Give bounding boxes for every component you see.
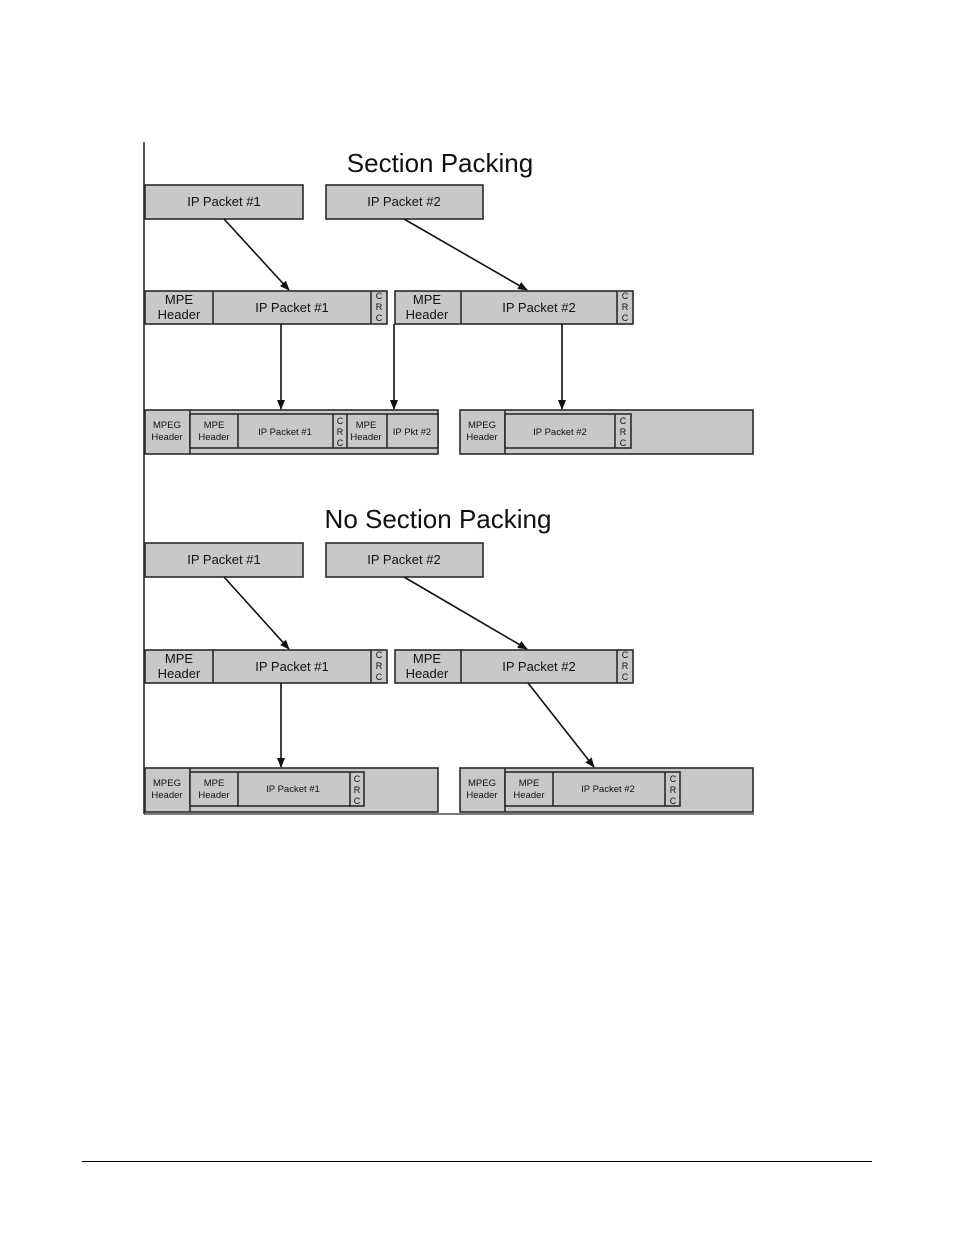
crc-label: R: [376, 302, 383, 312]
mpeg-header-label: Header: [151, 432, 182, 443]
mpe-header-label: Header: [158, 307, 201, 322]
arrow-ip2-to-mpe2: [403, 218, 528, 291]
ts1-inner-frame: [189, 413, 439, 449]
mpe-payload-label: IP Packet #1: [255, 300, 328, 315]
mpe-header-label: Header: [406, 666, 449, 681]
mpe-payload-label: IP Packet #1: [255, 659, 328, 674]
crc-label: C: [622, 291, 629, 301]
no-section-packing-panel: No Section Packing IP Packet #1 IP Packe…: [144, 504, 754, 813]
mpeg-header-label: MPEG: [153, 778, 181, 789]
crc-label: R: [620, 427, 627, 437]
ip-packet-2-box: [325, 542, 484, 578]
mpe-header-label: MPE: [356, 420, 377, 431]
mpe-header-label: MPE: [204, 778, 225, 789]
ip-packet-1-label: IP Packet #1: [187, 194, 260, 209]
ts-payload-label: IP Packet #1: [266, 784, 320, 795]
mpe-header-label: MPE: [413, 292, 442, 307]
crc-label: C: [354, 774, 361, 784]
mpe-header-label: MPE: [519, 778, 540, 789]
mpe-payload-label: IP Packet #2: [502, 659, 575, 674]
crc-label: C: [620, 416, 627, 426]
mpeg-header-label: MPEG: [468, 778, 496, 789]
crc-label: C: [376, 650, 383, 660]
ts-payload-label: IP Packet #2: [533, 427, 587, 438]
crc-label: C: [622, 313, 629, 323]
mpeg-header-label: Header: [151, 790, 182, 801]
crc-label: C: [670, 796, 677, 806]
arrow-ip1-to-mpe1: [223, 218, 290, 291]
mpe-section-1: [144, 290, 388, 325]
ip-packet-2-box: [325, 184, 484, 220]
mpeg-header-label: Header: [466, 790, 497, 801]
arrow-mpe2-to-ts2: [527, 682, 595, 768]
section-packing-title: Section Packing: [347, 148, 533, 178]
ip-packet-1-box: [144, 542, 304, 578]
mpe-section-1: [144, 649, 388, 684]
crc-label: R: [670, 785, 677, 795]
crc-label: R: [622, 302, 629, 312]
ip-packet-1-label: IP Packet #1: [187, 552, 260, 567]
crc-label: C: [622, 672, 629, 682]
crc-label: C: [376, 672, 383, 682]
mpe-section-2: [394, 649, 634, 684]
ts2-inner-frame: [504, 413, 632, 449]
mpe-header-label: MPE: [413, 651, 442, 666]
page-footer-rule: [82, 1161, 872, 1162]
ip-packet-2-label: IP Packet #2: [367, 194, 440, 209]
crc-label: C: [376, 313, 383, 323]
mpe-header-label: Header: [406, 307, 449, 322]
mpe-header-label: Header: [158, 666, 201, 681]
mpe-payload-label: IP Packet #2: [502, 300, 575, 315]
crc-label: R: [622, 661, 629, 671]
mpe-header-label: Header: [198, 432, 229, 443]
ts2-inner-frame: [504, 771, 681, 807]
arrow-ip2-to-mpe2: [403, 576, 528, 650]
mpe-header-label: MPE: [165, 651, 194, 666]
mpe-header-label: Header: [513, 790, 544, 801]
crc-label: C: [620, 438, 627, 448]
mpe-section-2: [394, 290, 634, 325]
ip-packet-2-label: IP Packet #2: [367, 552, 440, 567]
crc-label: C: [354, 796, 361, 806]
crc-label: C: [622, 650, 629, 660]
ts1-inner-frame: [189, 771, 365, 807]
crc-label: R: [354, 785, 361, 795]
mpeg-header-label: MPEG: [153, 420, 181, 431]
crc-label: C: [337, 438, 344, 448]
ts-payload-label: IP Packet #1: [258, 427, 312, 438]
crc-label: R: [376, 661, 383, 671]
crc-label: C: [376, 291, 383, 301]
no-section-packing-title: No Section Packing: [325, 504, 552, 534]
section-packing-panel: Section Packing IP Packet #1 IP Packet #…: [144, 148, 754, 455]
crc-label: R: [337, 427, 344, 437]
ts-payload-label: IP Packet #2: [581, 784, 635, 795]
arrow-ip1-to-mpe1: [223, 576, 290, 650]
mpe-header-label: Header: [350, 432, 381, 443]
mpeg-header-label: MPEG: [468, 420, 496, 431]
mpe-header-label: MPE: [165, 292, 194, 307]
mpe-header-label: Header: [198, 790, 229, 801]
mpe-header-label: MPE: [204, 420, 225, 431]
ts-payload-label: IP Pkt #2: [393, 427, 431, 438]
crc-label: C: [337, 416, 344, 426]
mpeg-header-label: Header: [466, 432, 497, 443]
crc-label: C: [670, 774, 677, 784]
